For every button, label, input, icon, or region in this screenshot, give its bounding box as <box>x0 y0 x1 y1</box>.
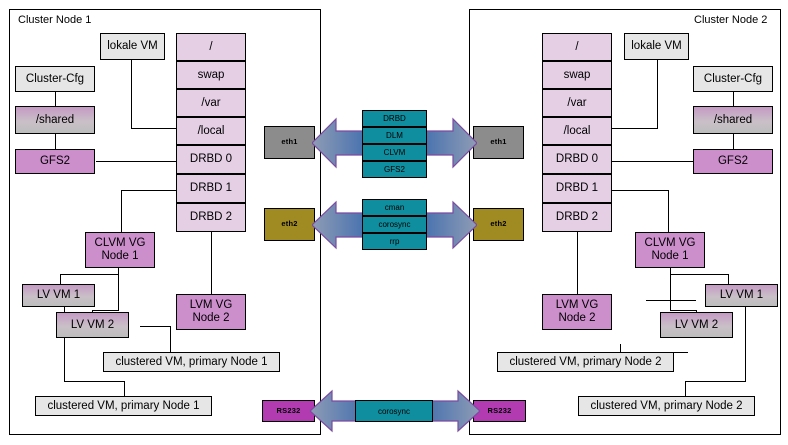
connector-clvm-vert-b <box>118 268 119 310</box>
node2-clvm-vg-line1: CLVM VG <box>644 237 696 250</box>
rs232-link-arrow-right <box>420 389 480 433</box>
node2-clustered-vm-a[interactable]: clustered VM, primary Node 2 <box>497 352 674 372</box>
node1-disk-var[interactable]: /var <box>176 89 246 117</box>
connector2-gfs2-drbd0 <box>612 161 693 162</box>
connector2-drbd2-lvmvg2 <box>577 232 578 294</box>
connector-clvm-horz-b <box>92 310 119 311</box>
node2-lv-vm-2[interactable]: LV VM 2 <box>660 312 733 338</box>
connector2-clvm-vert-b <box>670 268 671 310</box>
node1-eth2[interactable]: eth2 <box>264 208 315 241</box>
connector-drbd1-horz <box>121 190 176 191</box>
cluster-node-2-title: Cluster Node 2 <box>694 14 768 26</box>
connector-shared-gfs2 <box>55 134 56 150</box>
node2-rs232[interactable]: RS232 <box>473 400 526 422</box>
node1-shared[interactable]: /shared <box>15 106 95 134</box>
connector-lvvm1-drop <box>124 381 125 397</box>
node2-lv-vm-1[interactable]: LV VM 1 <box>705 284 778 307</box>
node1-disk-root[interactable]: / <box>176 33 246 61</box>
eth2-link-arrow-right <box>417 200 477 250</box>
node1-gfs2[interactable]: GFS2 <box>15 149 95 174</box>
connector2-clvm-to-lvvm1 <box>728 274 729 284</box>
node1-disk-drbd1[interactable]: DRBD 1 <box>176 174 246 203</box>
node2-eth1[interactable]: eth1 <box>473 126 524 159</box>
protocol-dlm[interactable]: DLM <box>362 127 427 144</box>
connector-localvm-horz <box>131 128 176 129</box>
node2-clvm-vg-node1[interactable]: CLVM VG Node 1 <box>635 232 705 268</box>
connector2-drbd1-horz <box>612 190 668 191</box>
node2-disk-drbd0[interactable]: DRBD 0 <box>542 145 612 174</box>
protocol-corosync[interactable]: corosync <box>362 216 427 233</box>
node1-clvm-vg-line1: CLVM VG <box>94 237 146 250</box>
connector-lvvm1-horz <box>64 381 124 382</box>
node2-lvm-vg-node2[interactable]: LVM VG Node 2 <box>542 294 612 330</box>
connector2-cfg-shared <box>733 92 734 106</box>
connector2-lvmvg2-horz <box>646 300 696 301</box>
protocol-drbd[interactable]: DRBD <box>362 110 427 127</box>
connector2-drbd1-vert <box>668 190 669 232</box>
node1-disk-swap[interactable]: swap <box>176 61 246 89</box>
node2-clustered-vm-b[interactable]: clustered VM, primary Node 2 <box>578 396 755 416</box>
connector2-clvm-horz-a <box>670 274 728 275</box>
eth2-link-arrow-left <box>312 200 372 250</box>
node2-disk-var[interactable]: /var <box>542 89 612 117</box>
node2-disk-drbd2[interactable]: DRBD 2 <box>542 203 612 232</box>
node2-disk-swap[interactable]: swap <box>542 61 612 89</box>
node1-eth1[interactable]: eth1 <box>264 126 315 159</box>
connector-lvvm2-horz <box>140 326 170 327</box>
node1-lokale-vm[interactable]: lokale VM <box>100 33 165 60</box>
node2-eth2[interactable]: eth2 <box>473 208 524 241</box>
protocol-corosync-serial[interactable]: corosync <box>355 400 433 422</box>
node1-clustered-vm-a[interactable]: clustered VM, primary Node 1 <box>103 352 280 372</box>
connector-lvvm1-vert <box>64 307 65 381</box>
connector-clvm-horz-a <box>60 274 118 275</box>
node2-disk-root[interactable]: / <box>542 33 612 61</box>
node2-lokale-vm[interactable]: lokale VM <box>624 33 689 60</box>
node2-shared[interactable]: /shared <box>693 106 773 134</box>
node2-lvm-vg-line1: LVM VG <box>555 299 599 312</box>
node2-lvm-vg-line2: Node 2 <box>558 312 596 324</box>
protocol-gfs2[interactable]: GFS2 <box>362 161 427 178</box>
connector-drbd1-vert <box>121 190 122 232</box>
protocol-clvm[interactable]: CLVM <box>362 144 427 161</box>
connector2-localvm-vert <box>657 60 658 128</box>
eth1-link-arrow-right <box>417 117 477 169</box>
protocol-cman[interactable]: cman <box>362 199 427 216</box>
connector2-lvvm1-vert <box>745 307 746 381</box>
node1-lv-vm-1[interactable]: LV VM 1 <box>22 284 95 307</box>
node2-gfs2[interactable]: GFS2 <box>693 149 773 174</box>
node1-clvm-vg-node1[interactable]: CLVM VG Node 1 <box>85 232 155 268</box>
node1-disk-local[interactable]: /local <box>176 117 246 145</box>
connector-clvm-to-lvvm1 <box>60 274 61 284</box>
connector-gfs2-drbd0 <box>96 161 176 162</box>
node2-clvm-vg-line2: Node 1 <box>651 250 689 262</box>
node2-disk-local[interactable]: /local <box>542 117 612 145</box>
node2-disk-drbd1[interactable]: DRBD 1 <box>542 174 612 203</box>
cluster-node-1-title: Cluster Node 1 <box>18 14 92 26</box>
connector-localvm-vert <box>131 60 132 128</box>
node1-lv-vm-2[interactable]: LV VM 2 <box>56 312 129 338</box>
node1-cluster-cfg[interactable]: Cluster-Cfg <box>15 66 95 92</box>
connector2-lvvm2-vert <box>620 344 621 353</box>
node1-rs232[interactable]: RS232 <box>262 400 315 422</box>
connector2-lvvm1-horz <box>685 381 746 382</box>
node1-lvm-vg-node2[interactable]: LVM VG Node 2 <box>176 294 246 330</box>
node1-lvm-vg-line2: Node 2 <box>192 312 230 324</box>
connector-cfg-shared <box>55 92 56 106</box>
connector2-localvm-horz <box>612 128 658 129</box>
connector-lvvm2-vert <box>170 326 171 352</box>
connector2-clvm-horz-b <box>670 310 696 311</box>
connector2-lvvm1-drop <box>685 381 686 397</box>
node1-clustered-vm-b[interactable]: clustered VM, primary Node 1 <box>35 396 212 416</box>
node1-lvm-vg-line1: LVM VG <box>189 299 233 312</box>
connector-drbd2-lvmvg2 <box>211 232 212 294</box>
node1-disk-drbd2[interactable]: DRBD 2 <box>176 203 246 232</box>
connector2-shared-gfs2 <box>733 134 734 150</box>
node1-clvm-vg-line2: Node 1 <box>101 250 139 262</box>
eth1-link-arrow-left <box>312 117 372 169</box>
protocol-rrp[interactable]: rrp <box>362 233 427 250</box>
node2-cluster-cfg[interactable]: Cluster-Cfg <box>693 66 773 92</box>
node1-disk-drbd0[interactable]: DRBD 0 <box>176 145 246 174</box>
